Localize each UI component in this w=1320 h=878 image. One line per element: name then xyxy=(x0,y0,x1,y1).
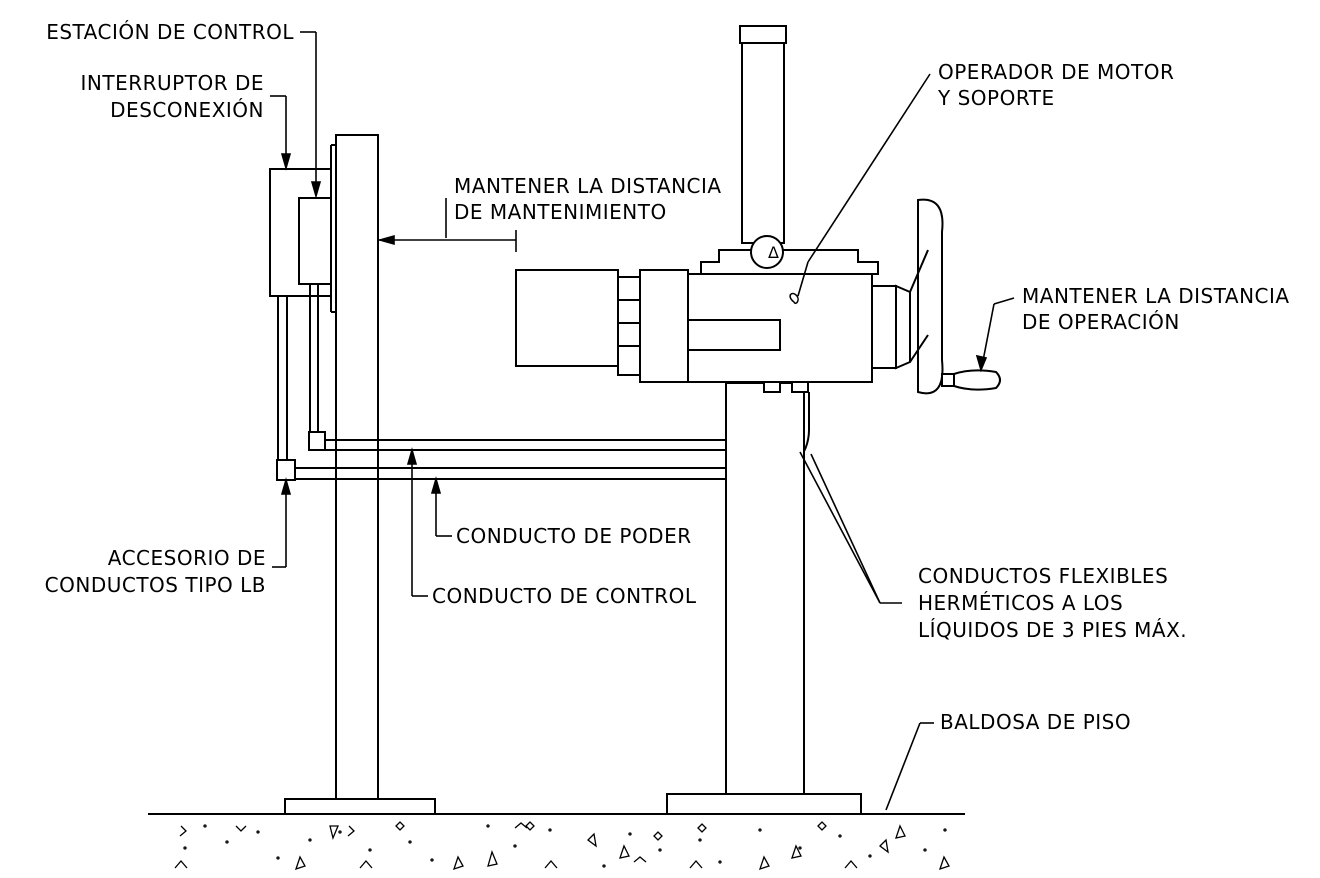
handwheel xyxy=(909,198,1001,395)
label-maintenance-line2: DE MANTENIMIENTO xyxy=(454,200,667,224)
valve-stem xyxy=(741,42,785,244)
label-lb-line2: CONDUCTOS TIPO LB xyxy=(44,573,266,597)
label-operating-line1: MANTENER LA DISTANCIA xyxy=(1022,284,1290,308)
label-flexible-line1: CONDUCTOS FLEXIBLES xyxy=(918,564,1169,588)
label-power-conduit: CONDUCTO DE PODER xyxy=(456,524,692,548)
delta-symbol: Δ xyxy=(768,243,780,262)
motor-operator xyxy=(515,249,911,393)
stem-cap xyxy=(739,25,787,44)
label-lb-line1: ACCESORIO DE xyxy=(107,546,266,570)
label-motor-line1: OPERADOR DE MOTOR xyxy=(938,60,1175,84)
vertical-conduits xyxy=(277,284,319,460)
label-disconnect-line1: INTERRUPTOR DE xyxy=(80,71,264,95)
label-disconnect-line2: DESCONEXIÓN xyxy=(110,98,264,122)
right-pedestal xyxy=(666,382,862,815)
control-conduit-run xyxy=(325,392,783,451)
concrete-speckles xyxy=(174,821,950,871)
leader-lines xyxy=(270,31,1015,811)
label-floor-slab: BALDOSA DE PISO xyxy=(940,710,1132,734)
lb-fitting-power xyxy=(276,459,296,481)
lb-fitting-control xyxy=(308,431,326,451)
label-flexible-line3: LÍQUIDOS DE 3 PIES MÁX. xyxy=(918,618,1188,642)
label-motor-line2: Y SOPORTE xyxy=(938,86,1055,110)
control-station-box xyxy=(298,197,332,285)
label-control-station: ESTACIÓN DE CONTROL xyxy=(46,20,294,44)
label-control-conduit: CONDUCTO DE CONTROL xyxy=(432,584,697,608)
label-operating-line2: DE OPERACIÓN xyxy=(1022,310,1180,334)
label-maintenance-line1: MANTENER LA DISTANCIA xyxy=(454,174,722,198)
position-indicator xyxy=(750,235,784,269)
label-flexible-line2: HERMÉTICOS A LOS xyxy=(918,591,1124,615)
